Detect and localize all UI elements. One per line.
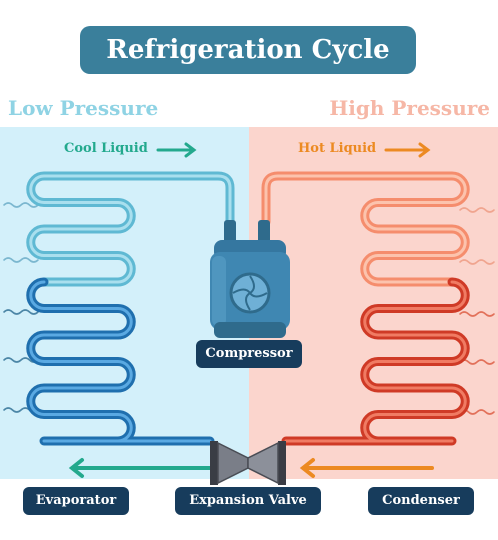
cool-liquid-arrow: [156, 142, 197, 158]
condenser-label: Condenser: [368, 487, 474, 515]
cold-wave: [3, 202, 39, 208]
cold-wave: [3, 309, 39, 315]
compressor-unit: [210, 220, 290, 338]
cool-liquid-label: Cool Liquid: [64, 141, 148, 156]
heat-wave: [459, 359, 495, 365]
compressor-label: Compressor: [196, 340, 302, 368]
expansion-valve-label: Expansion Valve: [175, 487, 321, 515]
bottom-left-arrow: [68, 458, 214, 478]
evaporator-coil: [26, 171, 235, 446]
heat-wave: [459, 259, 495, 265]
cold-wave: [3, 257, 39, 263]
cold-wave: [3, 357, 39, 363]
heat-wave: [459, 207, 495, 213]
condenser-coil: [261, 171, 470, 446]
bottom-right-arrow: [299, 458, 434, 478]
evaporator-label: Evaporator: [23, 487, 129, 515]
hot-liquid-arrow: [384, 142, 431, 158]
expansion-valve-icon: [210, 441, 286, 485]
page-title: Refrigeration Cycle: [80, 26, 416, 74]
hot-liquid-label: Hot Liquid: [298, 141, 377, 156]
heat-wave: [459, 311, 495, 317]
low-pressure-label: Low Pressure: [8, 96, 159, 120]
high-pressure-label: High Pressure: [329, 96, 490, 120]
